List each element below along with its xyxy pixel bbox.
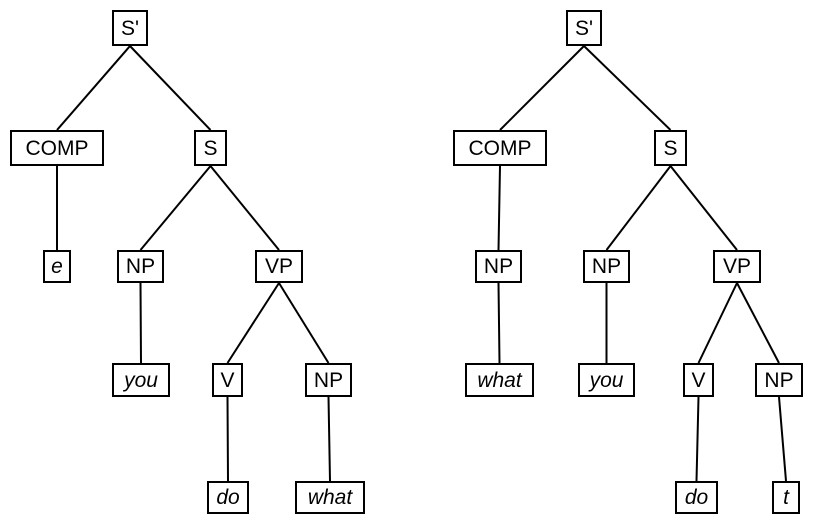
tree-edge-l-v-to-l-do <box>226 396 229 482</box>
tree-edge-l-s-to-l-np1 <box>139 165 212 251</box>
tree-node-r-t: t <box>772 481 800 514</box>
tree-node-label: what <box>477 368 522 392</box>
tree-node-label: NP <box>125 255 156 278</box>
tree-edge-l-np1-to-l-you <box>139 282 142 364</box>
tree-node-l-comp: COMP <box>10 130 104 166</box>
tree-node-label: do <box>216 486 240 509</box>
tree-edge-r-s-to-r-np1 <box>605 165 672 251</box>
tree-edge-l-s-to-l-vp <box>209 165 280 251</box>
tree-edge-r-comp-to-r-np0 <box>497 165 501 251</box>
tree-node-l-v: V <box>212 363 243 397</box>
tree-node-l-np2: NP <box>305 363 352 397</box>
tree-node-label: NP <box>764 368 794 392</box>
tree-node-r-sbar: S' <box>566 10 602 46</box>
tree-node-label: t <box>783 486 789 509</box>
tree-edge-l-np2-to-l-what <box>327 396 331 482</box>
tree-node-r-np1: NP <box>583 250 630 283</box>
tree-node-l-e: e <box>43 250 71 283</box>
tree-node-r-v: V <box>683 363 714 397</box>
tree-node-label: VP <box>722 255 751 278</box>
tree-node-label: S' <box>120 16 140 40</box>
tree-edge-r-s-to-r-vp <box>669 165 738 251</box>
tree-node-l-vp: VP <box>255 250 303 283</box>
tree-node-label: NP <box>591 255 622 278</box>
tree-node-l-do: do <box>207 481 249 514</box>
tree-node-l-np1: NP <box>117 250 164 283</box>
tree-node-r-comp: COMP <box>453 130 547 166</box>
tree-edge-l-vp-to-l-np2 <box>278 282 330 364</box>
tree-node-label: S <box>203 136 218 160</box>
tree-node-l-sbar: S' <box>112 10 148 46</box>
tree-edge-l-vp-to-l-v <box>226 282 280 364</box>
tree-node-label: NP <box>313 368 344 392</box>
tree-edge-r-np2-to-r-t <box>778 396 787 482</box>
tree-node-label: S <box>663 136 678 160</box>
tree-node-label: V <box>220 368 235 392</box>
tree-node-l-s: S <box>194 130 227 166</box>
tree-node-label: you <box>589 368 624 392</box>
tree-edge-l-sbar-to-l-comp <box>56 45 131 131</box>
tree-edge-r-sbar-to-r-s <box>583 45 672 131</box>
tree-node-label: COMP <box>25 136 89 160</box>
tree-node-r-do: do <box>675 481 718 514</box>
tree-node-label: NP <box>483 255 514 278</box>
tree-node-l-you: you <box>112 363 170 397</box>
tree-node-r-np0: NP <box>475 250 522 283</box>
tree-node-label: do <box>684 486 709 509</box>
tree-node-label: you <box>124 368 158 392</box>
tree-node-label: e <box>51 255 63 278</box>
tree-edge-r-sbar-to-r-comp <box>499 45 585 131</box>
tree-node-r-np2: NP <box>755 363 803 397</box>
tree-node-l-what: what <box>295 481 365 514</box>
tree-edge-r-vp-to-r-np2 <box>736 282 780 364</box>
tree-node-r-you: you <box>578 363 635 397</box>
tree-node-r-what: what <box>465 363 534 397</box>
tree-edge-r-v-to-r-do <box>695 396 700 482</box>
tree-node-label: COMP <box>468 136 532 160</box>
tree-node-r-s: S <box>654 130 687 166</box>
tree-node-r-vp: VP <box>713 250 761 283</box>
tree-node-label: VP <box>264 255 293 278</box>
tree-edge-r-vp-to-r-v <box>697 282 738 364</box>
tree-edge-r-np0-to-r-what <box>497 282 501 364</box>
tree-edge-l-sbar-to-l-s <box>129 45 212 131</box>
tree-node-label: what <box>307 486 353 509</box>
tree-node-label: S' <box>574 16 594 40</box>
tree-node-label: V <box>691 368 706 392</box>
